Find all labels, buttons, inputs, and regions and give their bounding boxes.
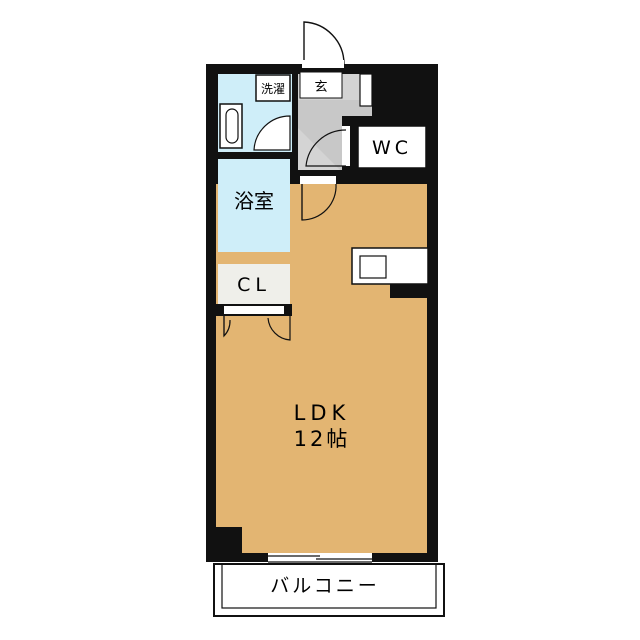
entrance-top-band xyxy=(299,71,343,99)
kitchen-sink xyxy=(359,255,387,279)
front-door-gap xyxy=(302,60,344,68)
washroom-door-swing xyxy=(253,115,291,151)
closet-door-right xyxy=(267,314,291,341)
closet-label: CL xyxy=(237,274,271,296)
balcony-label: バルコニー xyxy=(270,575,380,597)
ldk-door-swing xyxy=(301,183,337,221)
entrance-label: 玄 xyxy=(314,80,327,95)
toilet-door-swing xyxy=(305,129,347,167)
toilet-label: WC xyxy=(372,137,412,159)
balcony-outline xyxy=(213,563,445,617)
front-door-swing xyxy=(303,21,345,65)
balcony-inner xyxy=(221,563,437,609)
ldk-bottom-left-column xyxy=(216,527,242,553)
closet-opening xyxy=(224,306,284,314)
bathroom-floor xyxy=(218,159,290,252)
shoe-cabinet xyxy=(359,73,373,107)
fridge-space xyxy=(390,284,428,298)
laundry-label: 洗濯 xyxy=(261,82,285,96)
ldk-door-gap xyxy=(300,176,336,184)
ldk-label-line2: 12帖 xyxy=(294,427,351,451)
washbasin-bowl xyxy=(225,108,239,144)
toilet-door-gap xyxy=(342,126,350,166)
laundry-box xyxy=(255,74,291,102)
closet-floor xyxy=(218,264,290,304)
ldk-label-line1: LDK xyxy=(294,401,351,425)
toilet-label-box xyxy=(357,125,427,169)
balcony-window-gap xyxy=(268,553,372,562)
bathroom-label: 浴室 xyxy=(234,189,274,213)
